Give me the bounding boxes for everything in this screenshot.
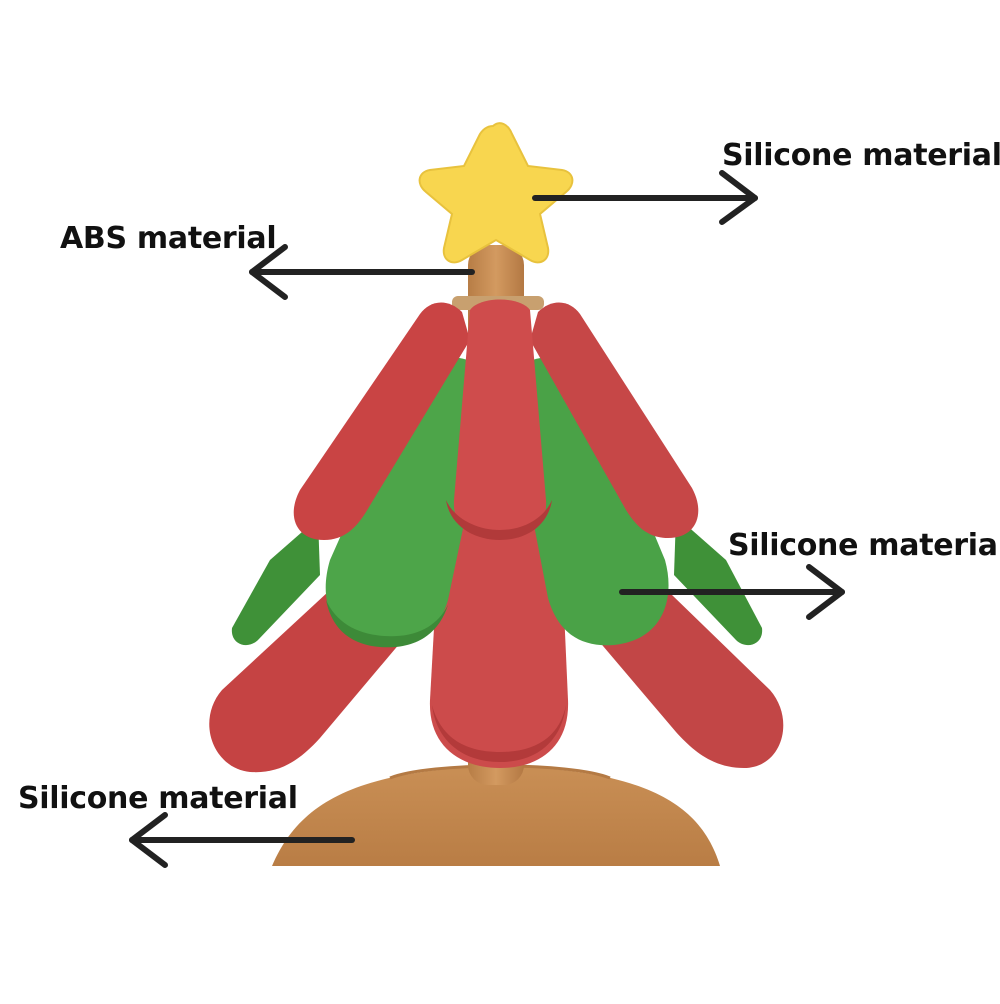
leaf-green-mid-left (325, 356, 490, 646)
leaf-red-upper-right (530, 302, 699, 538)
leaf-red-upper-center (453, 299, 547, 540)
leaf-red-upper-center-shade (446, 500, 552, 540)
leaf-green-mid-shade (326, 600, 448, 648)
leaf-red-lower-center-shade (432, 705, 566, 762)
tree-base (272, 766, 720, 866)
leaf-red-upper-left (293, 302, 470, 540)
trunk-material-label: ABS material (60, 221, 277, 256)
leaf-material-label: Silicone material (728, 528, 1000, 563)
star-material-label: Silicone material (722, 138, 1000, 173)
arrow-base-to-label (129, 812, 355, 868)
base-material-label: Silicone material (18, 781, 298, 816)
star-topper (418, 122, 574, 264)
arrow-trunk-to-label (249, 244, 475, 300)
arrow-leaf-to-label (619, 564, 845, 620)
leaf-green-mid-right (510, 356, 669, 646)
arrow-star-to-label (532, 170, 758, 225)
leaf-green-back-right (674, 516, 763, 646)
leaf-red-lower-center (429, 520, 569, 768)
leaf-green-back-left (231, 518, 320, 646)
